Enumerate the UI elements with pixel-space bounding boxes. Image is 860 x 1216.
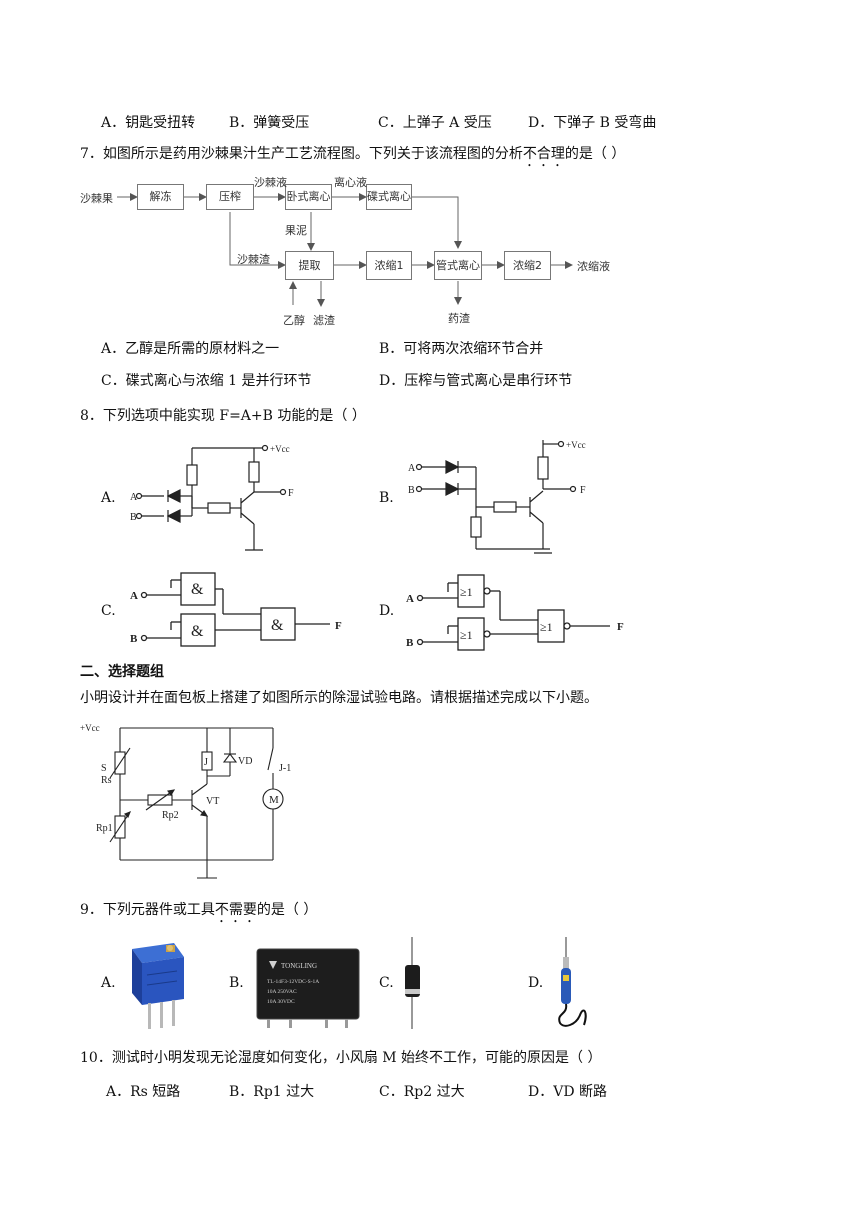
circuit-label-m: M <box>269 794 279 806</box>
flow-box-press: 压榨 <box>206 184 254 210</box>
q9-option-a: A. <box>101 975 116 991</box>
q7-stem-after: 的是（ ） <box>564 146 626 162</box>
flow-label-residue: 沙棘渣 <box>237 253 270 266</box>
flow-box-thaw: 解冻 <box>137 184 184 210</box>
diode-photo <box>405 937 420 1029</box>
q9-option-d: D. <box>528 975 544 991</box>
q8b-label-f: F <box>580 485 586 496</box>
q8-circuit-a: A B +Vcc F <box>130 444 294 551</box>
q7-stem: 7．如图所示是药用沙棘果汁生产工艺流程图。下列关于该流程图的分析不合理的是（ ） <box>80 143 625 170</box>
q8d-or-gate-2-symbol: ≥1 <box>460 628 473 642</box>
flow-box-concentrate2: 浓缩2 <box>504 251 551 280</box>
q6-option-c: C．上弹子 A 受压 <box>378 115 492 131</box>
dehumidifier-circuit: +Vcc S Rs Rp1 Rp2 J VD VT J-1 M <box>80 723 291 879</box>
section-2-title: 二、选择题组 <box>80 664 164 680</box>
flow-label-centrifugate: 离心液 <box>334 176 367 189</box>
flow-label-herb-residue: 药渣 <box>448 312 470 325</box>
q7-option-b: B．可将两次浓缩环节合并 <box>379 341 544 357</box>
q8b-label-b: B <box>408 485 415 496</box>
soldering-iron-photo <box>558 937 587 1027</box>
q8d-label-f: F <box>617 621 624 633</box>
q7-stem-emphasis: 不合理 <box>522 146 565 162</box>
q8c-label-b: B <box>130 633 138 645</box>
q10-option-d: D．VD 断路 <box>528 1084 608 1100</box>
flow-box-disc-centrifuge: 碟式离心 <box>366 184 412 210</box>
q10-option-c: C．Rp2 过大 <box>379 1084 465 1100</box>
flow-box-tube-centrifuge: 管式离心 <box>434 251 482 280</box>
q8d-label-a: A <box>406 593 414 605</box>
q7-option-d: D．压榨与管式离心是串行环节 <box>379 373 573 389</box>
circuit-label-s: S <box>101 763 107 774</box>
flow-label-filter-residue: 滤渣 <box>313 314 335 327</box>
flow-label-pulp: 果泥 <box>285 224 307 237</box>
circuit-label-vcc: +Vcc <box>80 723 100 733</box>
q9-option-b: B. <box>229 975 244 991</box>
q8-option-b: B. <box>379 490 394 506</box>
circuit-label-vt: VT <box>206 796 219 807</box>
q8-option-c: C. <box>101 603 116 619</box>
section-2-intro: 小明设计并在面包板上搭建了如图所示的除湿试验电路。请根据描述完成以下小题。 <box>80 690 598 706</box>
q9-stem-before: 9．下列元器件或工具 <box>80 902 215 918</box>
q6-option-a: A．钥匙受扭转 <box>101 115 196 131</box>
flow-box-concentrate1: 浓缩1 <box>366 251 412 280</box>
q8c-label-a: A <box>130 590 138 602</box>
q8c-and-gate-3-symbol: & <box>271 617 284 634</box>
flow-label-ethanol: 乙醇 <box>283 314 305 327</box>
q8a-label-f: F <box>288 488 294 499</box>
q8-circuit-b: A B +Vcc F <box>408 440 586 554</box>
q8-circuit-d: A B ≥1 ≥1 ≥1 F <box>406 574 624 651</box>
circuit-label-vd: VD <box>238 756 252 767</box>
q8b-label-vcc: +Vcc <box>566 440 586 450</box>
q8a-label-vcc: +Vcc <box>270 444 290 454</box>
q8a-label-a: A <box>130 492 138 503</box>
flow-box-extract: 提取 <box>285 251 334 280</box>
q9-stem: 9．下列元器件或工具不需要的是（ ） <box>80 899 317 926</box>
q7-option-a: A．乙醇是所需的原材料之一 <box>101 341 280 357</box>
q8c-label-f: F <box>335 620 342 632</box>
relay-rating-dc: 10A 30VDC <box>267 999 295 1005</box>
q8-option-d: D. <box>379 603 395 619</box>
relay-model: TL-14F3-12VDC-S-1A <box>267 979 319 985</box>
q6-option-d: D．下弹子 B 受弯曲 <box>528 115 657 131</box>
q9-stem-emphasis: 不需要 <box>214 902 257 918</box>
q7-option-c: C．碟式离心与浓缩 1 是并行环节 <box>101 373 312 389</box>
q10-option-b: B．Rp1 过大 <box>229 1084 315 1100</box>
relay-brand: TONGLING <box>281 962 317 970</box>
q6-option-b: B．弹簧受压 <box>229 115 310 131</box>
q8c-and-gate-2-symbol: & <box>191 623 204 640</box>
relay-rating-ac: 10A 250VAC <box>267 989 297 995</box>
q8a-label-b: B <box>130 512 137 523</box>
circuit-label-j: J <box>204 757 208 768</box>
q8d-label-b: B <box>406 637 414 649</box>
q9-option-c: C. <box>379 975 394 991</box>
q8-stem: 8．下列选项中能实现 F=A+B 功能的是（ ） <box>80 408 366 424</box>
circuit-label-rs: Rs <box>101 775 112 786</box>
q9-stem-after: 的是（ ） <box>256 902 318 918</box>
flow-label-juice: 沙棘液 <box>254 176 287 189</box>
flow-input-label: 沙棘果 <box>80 192 113 205</box>
q8-circuit-c: A B & & & F <box>130 572 342 647</box>
flow-arrows <box>117 193 573 307</box>
q7-stem-before: 7．如图所示是药用沙棘果汁生产工艺流程图。下列关于该流程图的分析 <box>80 146 523 162</box>
flow-label-concentrate: 浓缩液 <box>577 260 610 273</box>
q8c-and-gate-1-symbol: & <box>191 581 204 598</box>
q8b-label-a: A <box>408 463 416 474</box>
trimmer-potentiometer-photo <box>132 943 184 1029</box>
flow-box-horizontal-centrifuge: 卧式离心 <box>285 184 332 210</box>
q10-stem: 10．测试时小明发现无论湿度如何变化，小风扇 M 始终不工作，可能的原因是（ ） <box>80 1050 602 1066</box>
q10-option-a: A．Rs 短路 <box>106 1084 181 1100</box>
relay-photo: TONGLING TL-14F3-12VDC-S-1A 10A 250VAC 1… <box>256 948 360 1028</box>
q8-option-a: A. <box>101 490 116 506</box>
q8d-or-gate-1-symbol: ≥1 <box>460 585 473 599</box>
circuit-label-j1: J-1 <box>279 763 291 774</box>
circuit-label-rp1: Rp1 <box>96 823 113 834</box>
circuit-label-rp2: Rp2 <box>162 810 179 821</box>
q8d-or-gate-3-symbol: ≥1 <box>540 620 553 634</box>
